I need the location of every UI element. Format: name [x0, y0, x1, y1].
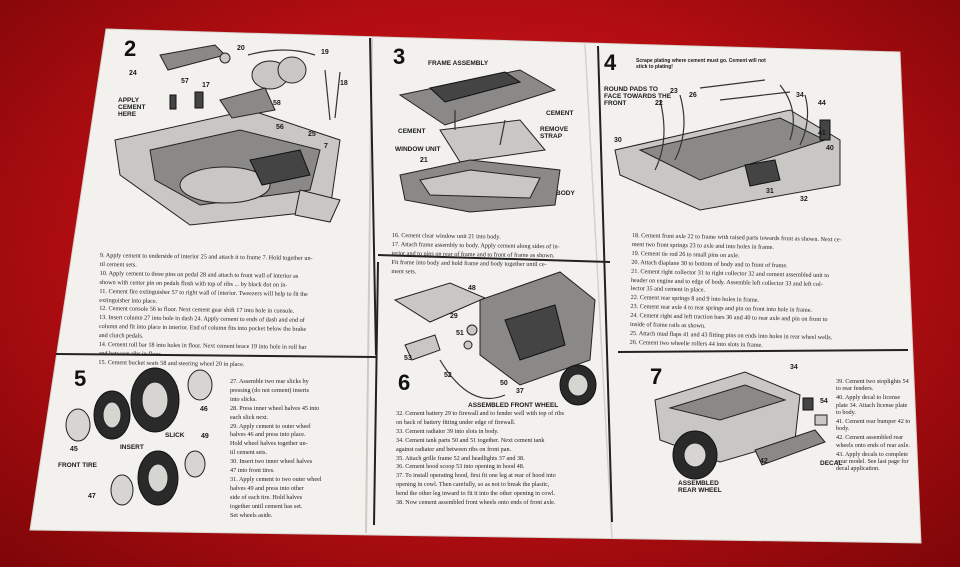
- part-number: 21: [420, 157, 428, 164]
- part-number: 7: [324, 143, 328, 150]
- section-number-6: 6: [398, 370, 411, 395]
- part-number: 50: [500, 380, 508, 387]
- label-slick: SLICK: [165, 432, 185, 439]
- part-number: 44: [818, 100, 826, 107]
- divider-4-7: [617, 349, 909, 353]
- label-apply-cement-here: APPLY CEMENT HERE: [118, 97, 146, 118]
- label-assembled-front-wheel: ASSEMBLED FRONT WHEEL: [468, 402, 559, 409]
- steps-section-3: 16. Cement clear window unit 21 into bod…: [391, 232, 560, 275]
- section-number-3: 3: [393, 44, 406, 69]
- part-number: 53: [404, 355, 412, 362]
- wheels-illustration: [65, 367, 213, 506]
- label-round-pads: ROUND PADS TO FACE TOWARDS THE FRONT: [604, 86, 672, 107]
- engine-hood-illustration: [393, 271, 597, 406]
- part-number: 45: [70, 446, 78, 453]
- part-number: 25: [308, 131, 316, 138]
- label-decal: DECAL: [820, 460, 843, 467]
- part-number: 32: [800, 196, 808, 203]
- part-number: 24: [129, 70, 137, 77]
- steps-section-5: 27. Assemble two rear slicks by pressing…: [230, 378, 322, 519]
- divider-3-6: [377, 254, 611, 263]
- section-number-5: 5: [74, 366, 87, 391]
- label-front-tire: FRONT TIRE: [58, 462, 97, 469]
- divider-5-6: [373, 261, 379, 526]
- part-number: 34: [790, 364, 798, 371]
- label-cement-left: CEMENT: [398, 128, 426, 135]
- label-window-unit: WINDOW UNIT: [395, 146, 441, 153]
- part-number: 46: [200, 406, 208, 413]
- part-number: 48: [468, 285, 476, 292]
- steps-section-4: 18. Cement front axle 22 to frame with r…: [629, 232, 842, 349]
- part-number: 19: [321, 49, 329, 56]
- part-number: 17: [202, 82, 210, 89]
- steps-section-2: 9. Apply cement to underside of interior…: [98, 252, 313, 368]
- label-assembled-rear-wheel: ASSEMBLED REAR WHEEL: [678, 480, 722, 494]
- part-number: 52: [444, 372, 452, 379]
- section-number-2: 2: [124, 36, 137, 61]
- part-number: 26: [689, 92, 697, 99]
- part-number: 23: [670, 88, 678, 95]
- chassis-illustration: [614, 79, 841, 211]
- part-number: 49: [201, 433, 209, 440]
- part-number: 34: [796, 92, 804, 99]
- divider-2-5: [55, 353, 377, 358]
- label-scrape-plating: Scrape plating where cement must go. Cem…: [636, 58, 766, 70]
- label-body: BODY: [556, 190, 575, 197]
- divider-4: [597, 45, 613, 523]
- part-number: 56: [276, 124, 284, 131]
- label-cement-right: CEMENT: [546, 110, 574, 117]
- part-number: 47: [88, 493, 96, 500]
- part-number: 58: [273, 100, 281, 107]
- steps-section-6: 32. Cement battery 29 to firewall and to…: [396, 410, 565, 507]
- part-number: 40: [826, 145, 834, 152]
- interior-assembly-illustration: [114, 44, 341, 226]
- part-number: 41: [818, 130, 826, 137]
- part-number: 42: [760, 458, 768, 465]
- part-number: 30: [614, 137, 622, 144]
- label-remove-strap: REMOVE STRAP: [540, 126, 569, 140]
- part-number: 22: [655, 100, 663, 107]
- part-number: 18: [340, 80, 348, 87]
- label-frame-assembly: FRAME ASSEMBLY: [428, 60, 489, 67]
- part-number: 54: [820, 398, 828, 405]
- rear-illustration: [654, 371, 828, 480]
- section-number-7: 7: [650, 364, 663, 389]
- label-insert: INSERT: [120, 444, 144, 451]
- section-number-4: 4: [604, 50, 617, 75]
- part-number: 29: [450, 313, 458, 320]
- part-number: 37: [516, 388, 524, 395]
- steps-section-7: 39. Cement two stoplights 54 to rear fen…: [836, 378, 911, 473]
- part-number: 31: [766, 188, 774, 195]
- part-number: 57: [181, 78, 189, 85]
- part-number: 51: [456, 330, 464, 337]
- part-number: 20: [237, 45, 245, 52]
- divider-2-3: [369, 37, 377, 356]
- frame-body-illustration: [398, 69, 561, 213]
